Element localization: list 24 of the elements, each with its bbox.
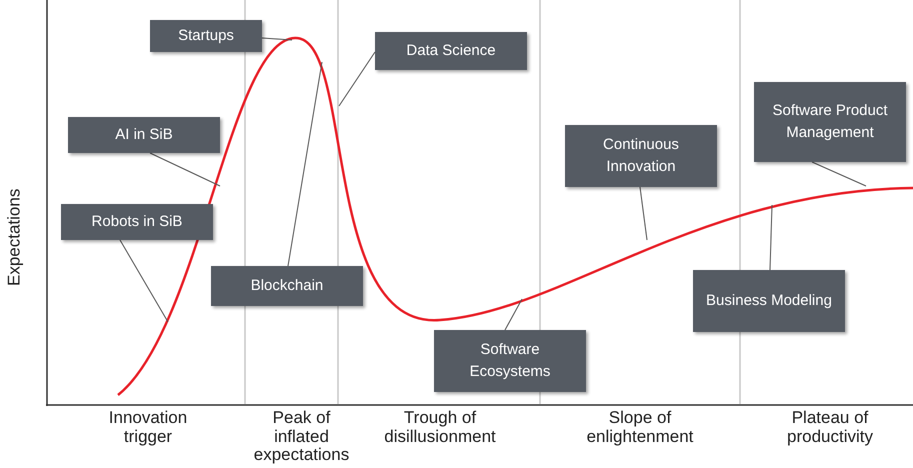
- callout-box: Continuous Innovation: [565, 125, 717, 187]
- leader-line: [150, 152, 220, 186]
- callout-box: Startups: [150, 20, 262, 52]
- leader-line: [770, 204, 772, 270]
- callout-box: AI in SiB: [68, 117, 220, 153]
- leader-line: [120, 240, 168, 322]
- phase-label: Plateau of productivity: [786, 407, 874, 446]
- callout-box: Software Product Management: [754, 82, 906, 162]
- leader-line: [338, 52, 376, 106]
- leader-line: [288, 62, 322, 266]
- leader-line: [812, 162, 866, 186]
- phase-label: Peak of inflated expectations: [252, 407, 350, 466]
- leader-line: [262, 38, 292, 40]
- leader-line: [504, 298, 522, 330]
- phase-label: Innovation trigger: [108, 407, 188, 446]
- axis-title: Expectations: [6, 188, 24, 288]
- callout-box: Data Science: [375, 32, 527, 70]
- callout-box: Software Ecosystems: [434, 330, 586, 392]
- leader-line: [640, 186, 648, 240]
- callout-box: Business Modeling: [693, 270, 845, 332]
- phase-label: Trough of disillusionment: [383, 407, 497, 446]
- callout-box: Blockchain: [211, 266, 363, 306]
- callout-box: Robots in SiB: [61, 204, 213, 240]
- phase-label: Slope of enlightenment: [586, 407, 694, 446]
